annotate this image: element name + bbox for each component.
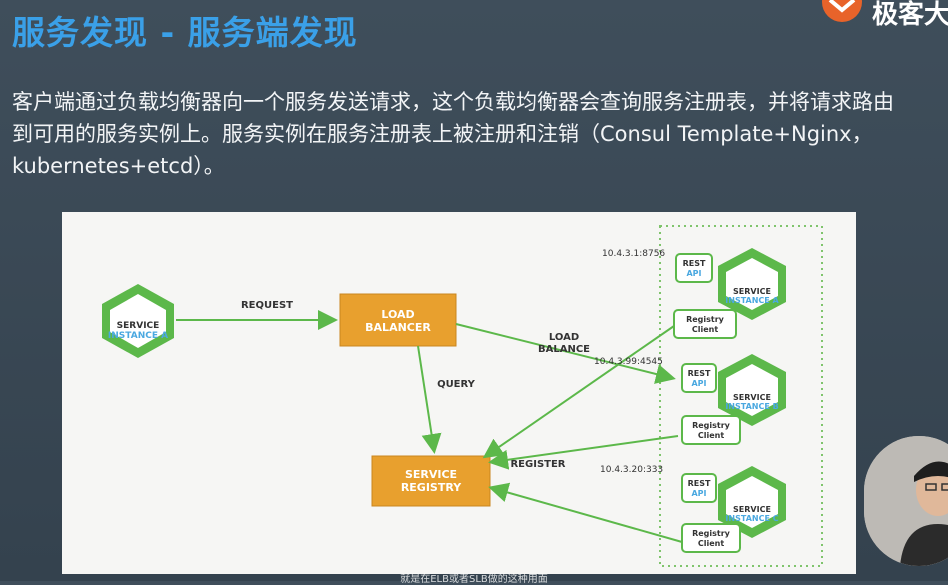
- register-arrow-a: [482, 325, 675, 459]
- instance-a-api: API: [686, 269, 701, 278]
- register-arrow-c: [488, 482, 683, 543]
- instance-b-registry-client: [681, 415, 741, 445]
- registry-label-1: SERVICE: [405, 468, 457, 481]
- instance-a-ip: 10.4.3.1:8756: [602, 249, 665, 259]
- load-balance-arrow: [455, 323, 676, 384]
- instances-container: [659, 225, 823, 567]
- instance-c-registry: Registry: [692, 529, 731, 538]
- load-balancer-label-1: LOAD: [381, 308, 414, 321]
- query-label: QUERY: [437, 379, 476, 390]
- register-label: REGISTER: [510, 459, 565, 470]
- client-instance-label: INSTANCE A: [108, 331, 168, 341]
- instance-c-registry-client: [681, 523, 741, 553]
- instance-c-api: API: [691, 489, 706, 498]
- brand-text: 极客大: [872, 0, 948, 30]
- presenter-webcam: [864, 436, 948, 566]
- client-service-instance: SERVICE INSTANCE A: [102, 284, 174, 358]
- instance-b-client: Client: [698, 431, 724, 440]
- instance-b-rest-api: [681, 363, 717, 393]
- slide-body-text: 客户端通过负载均衡器向一个服务发送请求，这个负载均衡器会查询服务注册表，并将请求…: [12, 90, 894, 178]
- instance-a-rest: REST: [683, 259, 706, 268]
- instance-c-rest-api: [681, 473, 717, 503]
- slide-title: 服务发现 - 服务端发现: [12, 13, 358, 52]
- load-balancer-box: LOAD BALANCER: [339, 293, 457, 347]
- instance-a-registry: Registry: [686, 315, 725, 324]
- instance-b-name: INSTANCE B: [725, 402, 778, 411]
- query-arrow: [417, 345, 442, 454]
- instance-c-client: Client: [698, 539, 724, 548]
- instance-b-ip: 10.4.3.99:4545: [594, 357, 663, 367]
- request-label: REQUEST: [241, 300, 293, 311]
- instance-b-api: API: [691, 379, 706, 388]
- instance-c-service: SERVICE: [733, 505, 771, 514]
- instance-a-rest-api: [675, 253, 713, 283]
- register-arrow-b: [488, 435, 679, 470]
- load-balance-label-2: BALANCE: [538, 344, 590, 355]
- instance-c-name: INSTANCE C: [725, 514, 778, 523]
- client-service-label: SERVICE: [117, 321, 160, 331]
- instance-a-registry-client: [673, 309, 737, 339]
- service-instance-a: 10.4.3.1:8756 SERVICE INSTANCE A REST AP…: [602, 248, 786, 339]
- registry-label-2: REGISTRY: [401, 481, 462, 494]
- geek-logo-icon: [822, 0, 862, 22]
- load-balancer-label-2: BALANCER: [365, 321, 431, 334]
- service-registry-box: SERVICE REGISTRY: [371, 455, 491, 507]
- service-discovery-diagram: SERVICE INSTANCE A REQUEST LOAD BALANCER…: [62, 212, 856, 574]
- instance-a-name: INSTANCE A: [725, 296, 779, 305]
- instance-b-rest: REST: [688, 369, 711, 378]
- instance-a-client: Client: [692, 325, 718, 334]
- instance-c-rest: REST: [688, 479, 711, 488]
- instance-b-service: SERVICE: [733, 393, 771, 402]
- service-instance-c: 10.4.3.20:333 SERVICE INSTANCE C REST AP…: [600, 465, 786, 553]
- load-balance-label-1: LOAD: [549, 332, 579, 343]
- instance-c-ip: 10.4.3.20:333: [600, 465, 663, 475]
- service-instance-b: 10.4.3.99:4545 SERVICE INSTANCE B REST A…: [594, 354, 786, 445]
- video-subtitle: 就是在ELB或者SLB做的这种用面: [400, 574, 548, 585]
- instance-a-service: SERVICE: [733, 287, 771, 296]
- instance-b-registry: Registry: [692, 421, 731, 430]
